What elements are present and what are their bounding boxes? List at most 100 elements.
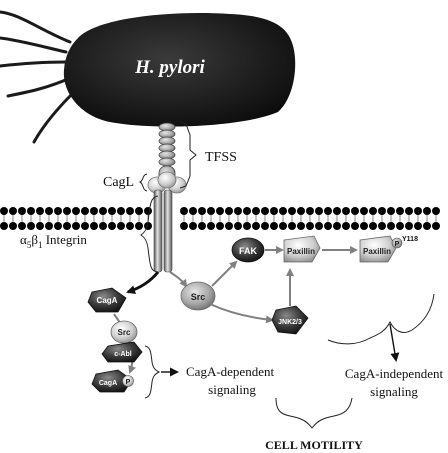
lipid-head [405,207,413,215]
lipid-head [270,207,278,215]
lipid-head [9,207,17,215]
lipid-head [180,222,188,230]
tfss-brace [179,121,197,189]
integrin-label: α5β1 Integrin [20,232,87,250]
lipid-head [225,207,233,215]
src-node: Src [180,281,216,311]
lipid-head [252,207,260,215]
integrin-to-caga-arrow [126,271,160,295]
src-to-jnk-arrow [209,303,274,324]
organism-label: H. pylori [134,57,205,78]
lipid-head [333,222,341,230]
lipid-head [54,222,62,230]
lipid-head [126,207,134,215]
lipid-head [351,207,359,215]
lipid-head [189,222,197,230]
lipid-head [432,222,440,230]
fak-node: FAK [231,237,265,263]
svg-text:Paxillin: Paxillin [287,247,315,256]
lipid-head [225,222,233,230]
lipid-head [72,222,80,230]
lipid-head [297,207,305,215]
caga-node: CagA [87,287,127,313]
lipid-head [270,222,278,230]
src-kinase-node: Src [110,320,138,344]
cag-independent-label-2: signaling [370,384,418,399]
lipid-head [387,222,395,230]
phospho-caga-node: CagA P [91,369,134,393]
lipid-head [207,222,215,230]
lipid-head [0,207,8,215]
lipid-head [63,222,71,230]
svg-text:P: P [126,379,131,386]
flagella [0,10,76,144]
cabl-node: c-Abl [101,341,143,363]
svg-text:Y118: Y118 [402,236,418,243]
lipid-head [54,207,62,215]
lipid-head [423,207,431,215]
lipid-head [324,222,332,230]
lipid-head [315,222,323,230]
lipid-head [360,222,368,230]
cag-independent-arrow [389,323,400,362]
svg-text:JNK2/3: JNK2/3 [278,319,302,326]
lipid-head [396,207,404,215]
lipid-head [108,207,116,215]
cag-dependent-brace [144,345,161,399]
lipid-head [90,222,98,230]
lipid-head [432,207,440,215]
lipid-head [45,207,53,215]
lipid-head [351,222,359,230]
lipid-head [18,207,26,215]
cagl-label: CagL [103,175,134,190]
lipid-head [414,222,422,230]
cell-membrane [0,207,440,230]
lipid-head [243,207,251,215]
lipid-head [288,207,296,215]
lipid-head [396,222,404,230]
lipid-head [99,222,107,230]
cagl-brace [138,173,148,192]
svg-text:FAK: FAK [239,246,258,256]
lipid-head [252,222,260,230]
lipid-head [36,207,44,215]
paxillin-node: Paxillin [283,235,321,263]
lipid-head [72,207,80,215]
lipid-head [198,207,206,215]
lipid-head [27,222,35,230]
lipid-head [108,222,116,230]
lipid-head [261,222,269,230]
lipid-head [216,222,224,230]
cag-dependent-label-2: signaling [208,382,256,397]
lipid-head [135,207,143,215]
lipid-head [243,222,251,230]
lipid-head [279,207,287,215]
svg-text:CagA: CagA [99,380,117,387]
lipid-head [9,222,17,230]
lipid-head [342,222,350,230]
lipid-head [36,222,44,230]
lipid-head [369,222,377,230]
cag-independent-label-1: CagA-independent [345,366,444,381]
lipid-head [99,207,107,215]
lipid-head [117,207,125,215]
lipid-head [27,207,35,215]
lipid-head [198,222,206,230]
lipid-head [360,207,368,215]
jnk-node: JNK2/3 [271,305,309,335]
bacterium [63,13,296,127]
integrin [153,189,173,273]
integrin-to-src-arrow [169,271,188,288]
lipid-head [288,222,296,230]
lipid-head [405,222,413,230]
signaling-brace-right [327,293,435,345]
tfss-label: TFSS [205,150,237,165]
cag-dependent-label-1: CagA-dependent [186,364,274,379]
lipid-head [90,207,98,215]
lipid-head [180,207,188,215]
svg-text:CagA: CagA [97,296,118,305]
lipid-head [414,207,422,215]
lipid-head [18,222,26,230]
lipid-head [423,222,431,230]
